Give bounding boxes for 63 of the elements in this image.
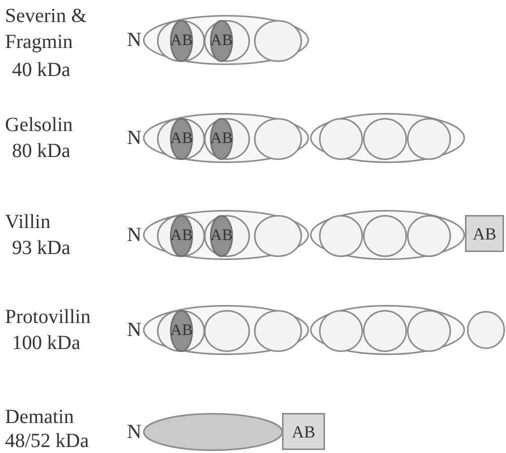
actin-binding-domain [210, 118, 233, 160]
domain-ellipse [157, 20, 205, 62]
molecular-weight: 100 kDa [12, 331, 80, 356]
domain-ellipse [254, 215, 302, 257]
domain-ellipse [407, 118, 451, 160]
protein-segment-ellipse [143, 210, 309, 260]
molecular-weight: 48/52 kDa [5, 429, 89, 453]
protein-name: Protovillin [5, 305, 91, 330]
domain-ellipse [319, 310, 363, 352]
n-terminus-label: N [127, 28, 142, 53]
protein-segment-ellipse [143, 305, 309, 355]
domain-label: AB [170, 228, 193, 244]
domain-ellipse [157, 215, 205, 257]
domain-label: AB [472, 225, 496, 242]
domain-ellipse [319, 118, 363, 160]
molecular-weight: 93 kDa [12, 236, 70, 261]
domain-label: AB [210, 131, 233, 147]
protein-segment-ellipse [143, 15, 309, 65]
domain-ellipse [319, 215, 363, 257]
domain-ellipse [363, 310, 407, 352]
molecular-weight: 40 kDa [12, 58, 70, 83]
domain-label: AB [210, 228, 233, 244]
domain-ellipse [363, 215, 407, 257]
n-terminus-label: N [127, 126, 142, 151]
domain-ellipse [157, 118, 205, 160]
domain-ellipse [254, 20, 302, 62]
domain-label: AB [170, 131, 193, 147]
actin-binding-domain [170, 215, 193, 257]
n-terminus-label: N [127, 223, 142, 248]
domain-ellipse [363, 118, 407, 160]
domain-label: AB [210, 33, 233, 49]
domain-ellipse [254, 118, 302, 160]
actin-binding-domain [170, 118, 193, 160]
protein-segment-ellipse [310, 305, 465, 355]
molecular-weight: 80 kDa [12, 139, 70, 164]
actin-binding-box [465, 215, 504, 252]
actin-binding-domain [210, 215, 233, 257]
protein-segment-ellipse [310, 210, 465, 260]
actin-binding-domain [170, 20, 193, 62]
protein-ellipse [143, 413, 283, 451]
n-terminus-label: N [127, 420, 142, 445]
domain-label: AB [292, 423, 316, 440]
domain-ellipse [254, 310, 302, 352]
domain-ellipse [204, 118, 250, 160]
domain-ellipse [204, 215, 250, 257]
n-terminus-label: N [127, 318, 142, 343]
domain-ellipse [157, 310, 205, 352]
protein-name: Gelsolin [5, 113, 73, 138]
actin-binding-domain [170, 310, 193, 352]
protein-name: Severin & Fragmin [5, 4, 88, 55]
domain-label: AB [170, 33, 193, 49]
protein-segment-ellipse [310, 113, 465, 163]
protein-segment-ellipse [143, 113, 309, 163]
domain-ellipse [467, 311, 505, 349]
domain-ellipse [407, 215, 451, 257]
actin-binding-domain [210, 20, 233, 62]
domain-label: AB [170, 323, 193, 339]
protein-name: Villin [5, 210, 50, 235]
actin-binding-box [282, 413, 325, 450]
domain-ellipse [407, 310, 451, 352]
protein-name: Dematin [5, 405, 74, 430]
domain-ellipse [204, 20, 250, 62]
domain-ellipse [204, 310, 250, 352]
